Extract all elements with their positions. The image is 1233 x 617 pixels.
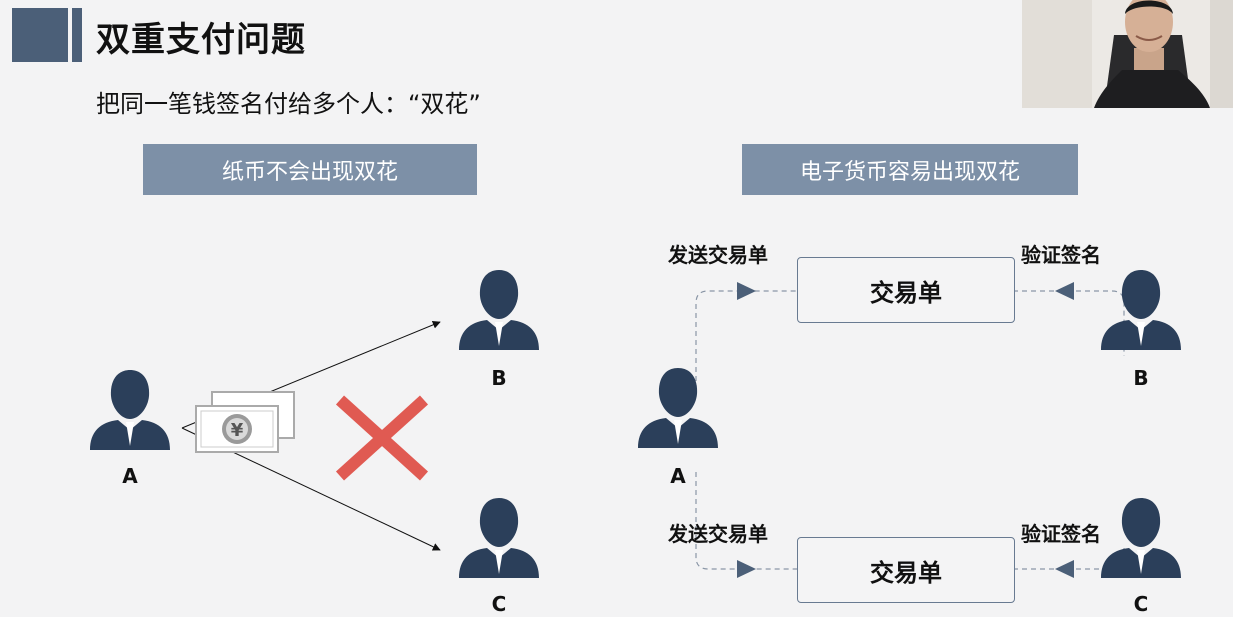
- person-c-left-icon: [459, 498, 539, 578]
- person-b-left-icon: [459, 270, 539, 350]
- send-tx-label-bottom: 发送交易单: [668, 522, 768, 546]
- arrowhead-send-top: [737, 282, 756, 300]
- transaction-box-bottom: 交易单: [797, 537, 1015, 603]
- person-a-right-icon: [638, 368, 718, 448]
- person-b-right-icon: [1101, 270, 1181, 350]
- person-a-left-label: A: [122, 464, 138, 488]
- red-x-icon: [335, 395, 429, 481]
- send-line-top: [695, 290, 798, 390]
- transaction-box-top: 交易单: [797, 257, 1015, 323]
- person-a-right-label: A: [670, 464, 686, 488]
- currency-symbol: ¥: [231, 420, 244, 441]
- verify-sig-label-top: 验证签名: [1021, 243, 1101, 267]
- slide-title: 双重支付问题: [96, 20, 306, 60]
- person-c-right-icon: [1101, 498, 1181, 578]
- digital-money-label: 电子货币容易出现双花: [742, 144, 1078, 195]
- banknote-icon: ¥: [195, 391, 295, 453]
- send-tx-label-top: 发送交易单: [668, 243, 768, 267]
- paper-money-label: 纸币不会出现双花: [143, 144, 477, 195]
- arrowhead-send-bottom: [737, 560, 756, 578]
- title-accent-bar: [12, 8, 68, 62]
- person-b-left-label: B: [491, 366, 507, 390]
- send-line-bottom: [695, 472, 798, 570]
- presenter-video-icon: [1022, 0, 1233, 108]
- title-accent-stripe: [72, 8, 82, 62]
- verify-sig-label-bottom: 验证签名: [1021, 522, 1101, 546]
- arrowhead-verify-top: [1055, 282, 1074, 300]
- person-b-right-label: B: [1133, 366, 1149, 390]
- person-c-right-label: C: [1133, 592, 1149, 616]
- slide-subtitle: 把同一笔钱签名付给多个人：“双花”: [96, 90, 481, 118]
- person-a-left-icon: [90, 370, 170, 450]
- person-c-left-label: C: [491, 592, 507, 616]
- arrowhead-verify-bottom: [1055, 560, 1074, 578]
